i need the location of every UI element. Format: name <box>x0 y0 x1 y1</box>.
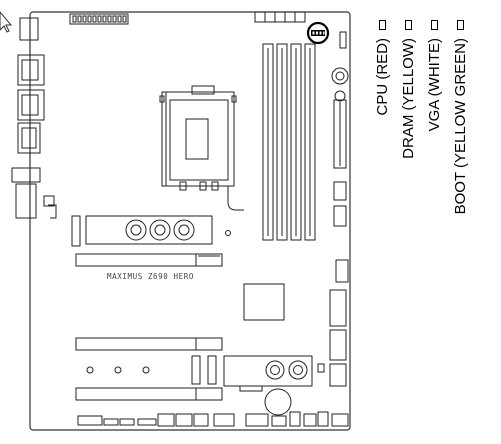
cursor-icon <box>0 11 13 33</box>
right-edge-components <box>317 67 349 387</box>
m2-slot-2 <box>86 355 313 392</box>
led-square <box>457 20 464 30</box>
led-square <box>405 20 412 30</box>
pcie-slot-1 <box>75 253 223 267</box>
cmos-battery <box>264 388 292 416</box>
led-square <box>379 20 386 30</box>
cpu-socket <box>159 85 244 211</box>
bottom-headers <box>77 411 349 427</box>
pcie-slot-2 <box>75 337 223 351</box>
board-outline <box>29 11 351 431</box>
chipset <box>243 283 285 321</box>
board-model-label: MAXIMUS Z690 HERO <box>107 272 194 281</box>
led-label-dram: DRAM (YELLOW) <box>400 38 417 159</box>
pcie-slot-3 <box>75 387 223 401</box>
dimm-slots <box>262 43 316 241</box>
led-label-vga: VGA (WHITE) <box>426 38 443 132</box>
led-label-cpu: CPU (RED) <box>374 38 391 116</box>
top-connectors <box>69 11 347 49</box>
q-led-legend: CPU (RED) DRAM (YELLOW) VGA (WHITE) BOOT… <box>368 0 501 300</box>
q-led-indicator <box>306 21 330 45</box>
rear-io-panel <box>11 17 57 219</box>
m2-slot-1 <box>71 215 231 247</box>
led-square <box>431 20 438 30</box>
led-label-boot: BOOT (YELLOW GREEN) <box>452 38 469 215</box>
